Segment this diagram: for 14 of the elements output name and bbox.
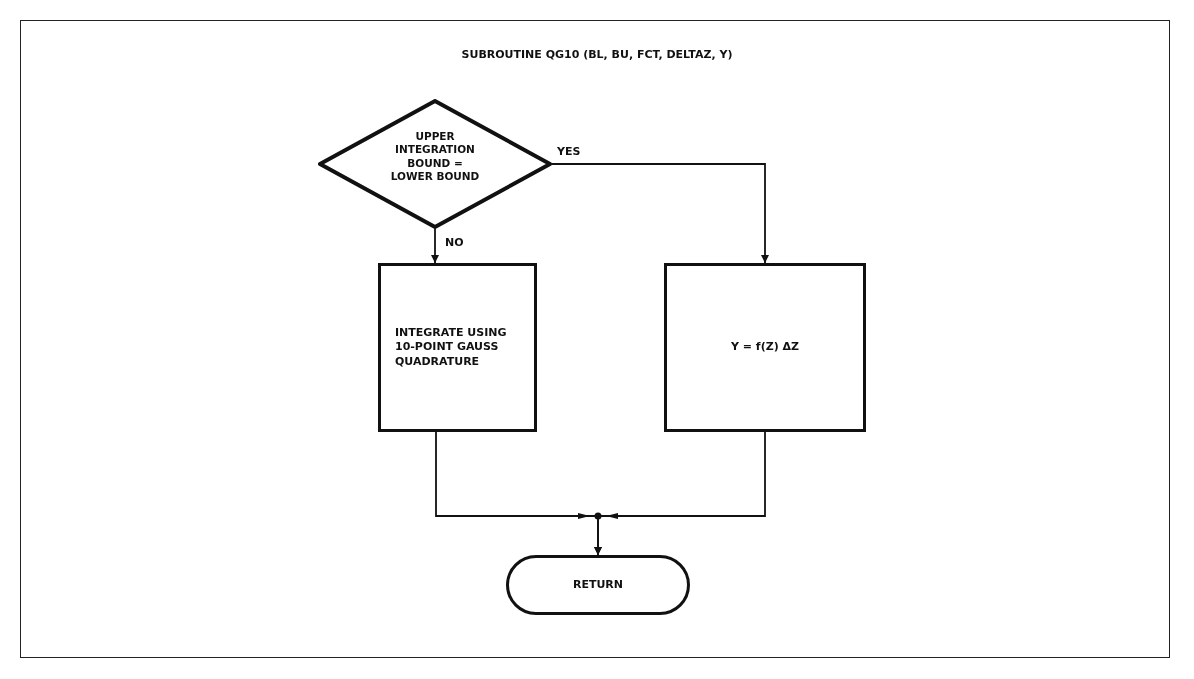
decision-diamond bbox=[318, 99, 552, 229]
diagram-title: SUBROUTINE QG10 (BL, BU, FCT, DELTAZ, Y) bbox=[460, 48, 734, 61]
node-text: INTEGRATE USING 10-POINT GAUSS QUADRATURE bbox=[395, 326, 508, 369]
process-box bbox=[378, 263, 537, 432]
connector-arrow bbox=[594, 431, 766, 556]
node-text: Y = f(Z) ΔZ bbox=[731, 340, 799, 355]
process-box bbox=[664, 263, 866, 432]
terminal-capsule bbox=[506, 555, 690, 615]
connector-arrow bbox=[431, 228, 439, 264]
node-text: RETURN bbox=[572, 577, 624, 593]
connector-arrow bbox=[551, 163, 769, 264]
node-text: UPPER INTEGRATION BOUND = LOWER BOUND bbox=[389, 130, 481, 184]
edge-label: NO bbox=[444, 236, 465, 249]
edge-label: YES bbox=[556, 145, 582, 158]
